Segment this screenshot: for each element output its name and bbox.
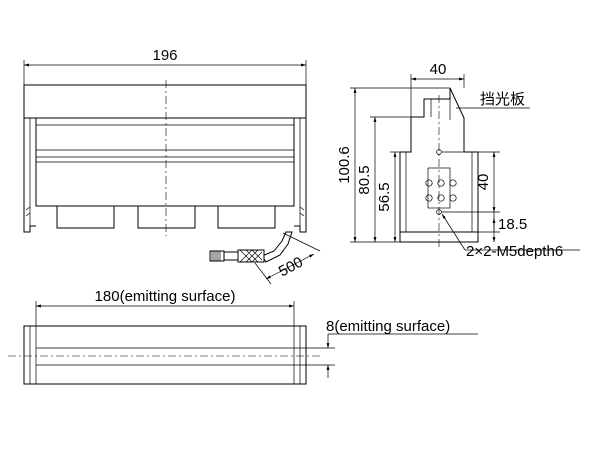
cable-connector-plug (209, 250, 225, 262)
bottom-inner (35, 325, 295, 385)
hole-offset-label: 18.5 (498, 216, 527, 233)
side-width-label: 40 (430, 61, 447, 78)
hole-spacing-label: 40 (475, 174, 492, 191)
front-led-block-2 (137, 205, 196, 229)
front-overall-width-label: 196 (152, 47, 177, 64)
emitting-length-label: 180(emitting surface) (95, 288, 236, 305)
front-led-block-1 (56, 205, 115, 229)
cable (261, 231, 293, 263)
height-low-label: 56.5 (376, 182, 393, 211)
front-view: 196 500 (23, 47, 321, 285)
front-led-block-3 (217, 205, 276, 229)
side-led-holes (425, 179, 457, 202)
height-mid-label: 80.5 (356, 165, 373, 194)
front-right-rail (294, 118, 307, 233)
height-total-label: 100.6 (336, 146, 353, 184)
shield-label: 挡光板 (480, 90, 525, 108)
front-left-rail (23, 118, 36, 233)
cable-length-label: 500 (276, 254, 306, 281)
hole-spec-label: 2×2-M5depth6 (466, 243, 563, 260)
emitting-width-label: 8(emitting surface) (326, 318, 450, 335)
side-view: 40 挡光板 100.6 80.5 56.5 40 18.5 2×2-M5dep… (336, 61, 580, 260)
cable-connector-body (223, 251, 239, 261)
bottom-housing (23, 325, 307, 385)
front-cover (23, 84, 307, 119)
bottom-view: 180(emitting surface) 8(emitting surface… (8, 288, 478, 385)
